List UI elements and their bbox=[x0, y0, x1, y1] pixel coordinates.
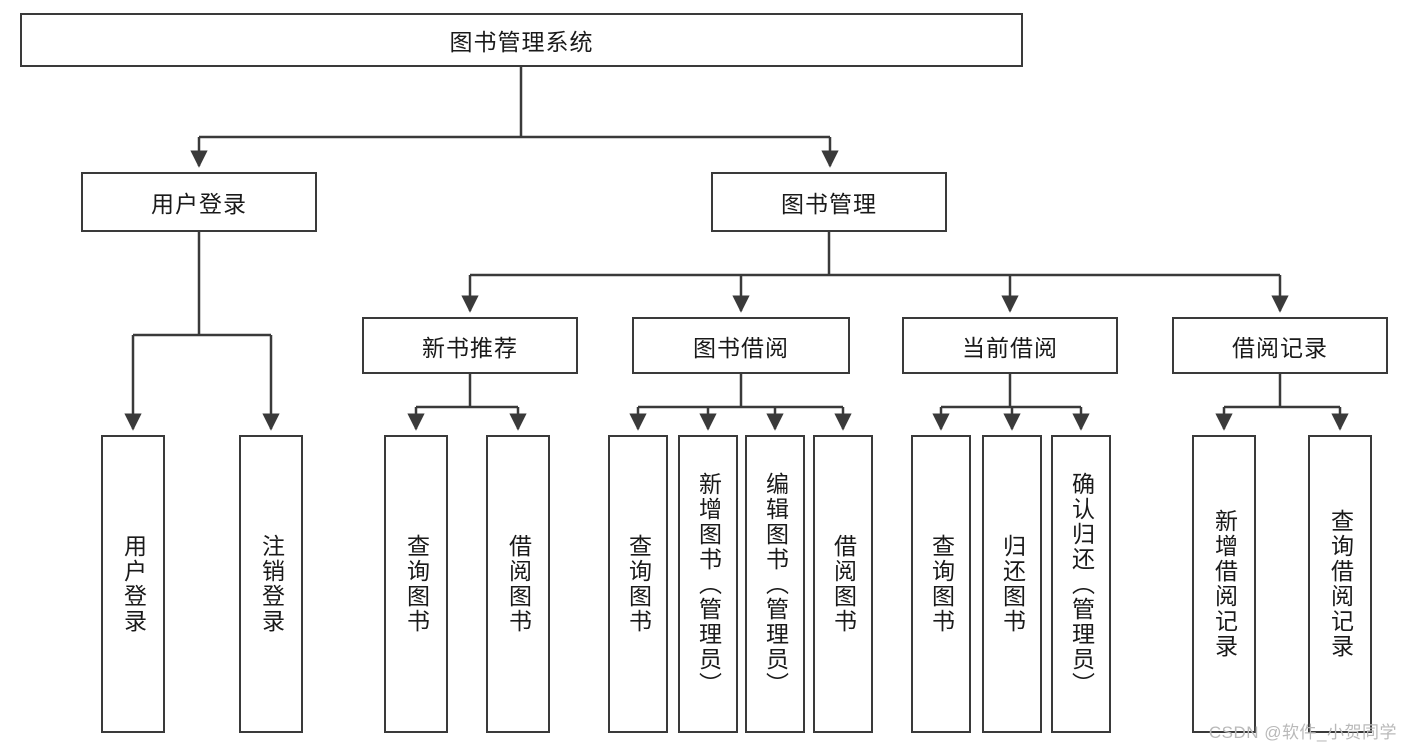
leaf-confirm-return-label: 确认归还（管理员） bbox=[1068, 471, 1095, 697]
leaf-query-book-cur-label: 查询图书 bbox=[928, 534, 955, 634]
leaf-add-book-label: 新增图书（管理员） bbox=[695, 471, 722, 697]
leaf-user-logout-label: 注销登录 bbox=[258, 534, 285, 634]
node-borrow-record[interactable]: 借阅记录 bbox=[1172, 317, 1388, 374]
node-borrow-record-label: 借阅记录 bbox=[1232, 334, 1328, 361]
node-book-borrow[interactable]: 图书借阅 bbox=[632, 317, 850, 374]
connector-root-to-level2 bbox=[190, 67, 839, 168]
connector-borrowrecord-to-leaves bbox=[1215, 374, 1349, 431]
leaf-confirm-return[interactable]: 确认归还（管理员） bbox=[1051, 435, 1111, 733]
leaf-add-record[interactable]: 新增借阅记录 bbox=[1192, 435, 1256, 733]
leaf-user-logout[interactable]: 注销登录 bbox=[239, 435, 303, 733]
node-new-book-rec[interactable]: 新书推荐 bbox=[362, 317, 578, 374]
node-user-login[interactable]: 用户登录 bbox=[81, 172, 317, 232]
connector-bookborrow-to-leaves bbox=[629, 374, 852, 431]
leaf-user-login[interactable]: 用户登录 bbox=[101, 435, 165, 733]
watermark: CSDN @软件_小贺同学 bbox=[1208, 723, 1397, 742]
connector-currentborrow-to-leaves bbox=[932, 374, 1090, 431]
leaf-borrow-book[interactable]: 借阅图书 bbox=[813, 435, 873, 733]
connector-newbookrec-to-leaves bbox=[407, 374, 527, 431]
node-root[interactable]: 图书管理系统 bbox=[20, 13, 1023, 67]
leaf-edit-book-label: 编辑图书（管理员） bbox=[762, 471, 789, 697]
leaf-add-record-label: 新增借阅记录 bbox=[1211, 509, 1238, 659]
node-book-manage[interactable]: 图书管理 bbox=[711, 172, 947, 232]
leaf-return-book-label: 归还图书 bbox=[999, 534, 1026, 634]
leaf-edit-book[interactable]: 编辑图书（管理员） bbox=[745, 435, 805, 733]
leaf-query-record-label: 查询借阅记录 bbox=[1327, 509, 1354, 659]
leaf-query-book-rec-label: 查询图书 bbox=[403, 534, 430, 634]
node-user-login-label: 用户登录 bbox=[151, 191, 247, 217]
leaf-query-book-cur[interactable]: 查询图书 bbox=[911, 435, 971, 733]
leaf-query-record[interactable]: 查询借阅记录 bbox=[1308, 435, 1372, 733]
connector-userlogin-to-leaves bbox=[124, 232, 280, 431]
leaf-query-book-borrow-label: 查询图书 bbox=[625, 534, 652, 634]
node-current-borrow-label: 当前借阅 bbox=[962, 334, 1058, 361]
node-root-label: 图书管理系统 bbox=[449, 29, 594, 55]
node-book-manage-label: 图书管理 bbox=[781, 191, 877, 217]
leaf-borrow-book-label: 借阅图书 bbox=[830, 534, 857, 634]
node-new-book-rec-label: 新书推荐 bbox=[422, 334, 518, 361]
leaf-borrow-book-rec-label: 借阅图书 bbox=[505, 534, 532, 634]
leaf-add-book[interactable]: 新增图书（管理员） bbox=[678, 435, 738, 733]
leaf-borrow-book-rec[interactable]: 借阅图书 bbox=[486, 435, 550, 733]
node-book-borrow-label: 图书借阅 bbox=[693, 334, 789, 361]
leaf-return-book[interactable]: 归还图书 bbox=[982, 435, 1042, 733]
leaf-user-login-label: 用户登录 bbox=[120, 534, 147, 634]
leaf-query-book-borrow[interactable]: 查询图书 bbox=[608, 435, 668, 733]
node-current-borrow[interactable]: 当前借阅 bbox=[902, 317, 1118, 374]
connector-bookmanage-to-level3 bbox=[461, 232, 1289, 313]
leaf-query-book-rec[interactable]: 查询图书 bbox=[384, 435, 448, 733]
